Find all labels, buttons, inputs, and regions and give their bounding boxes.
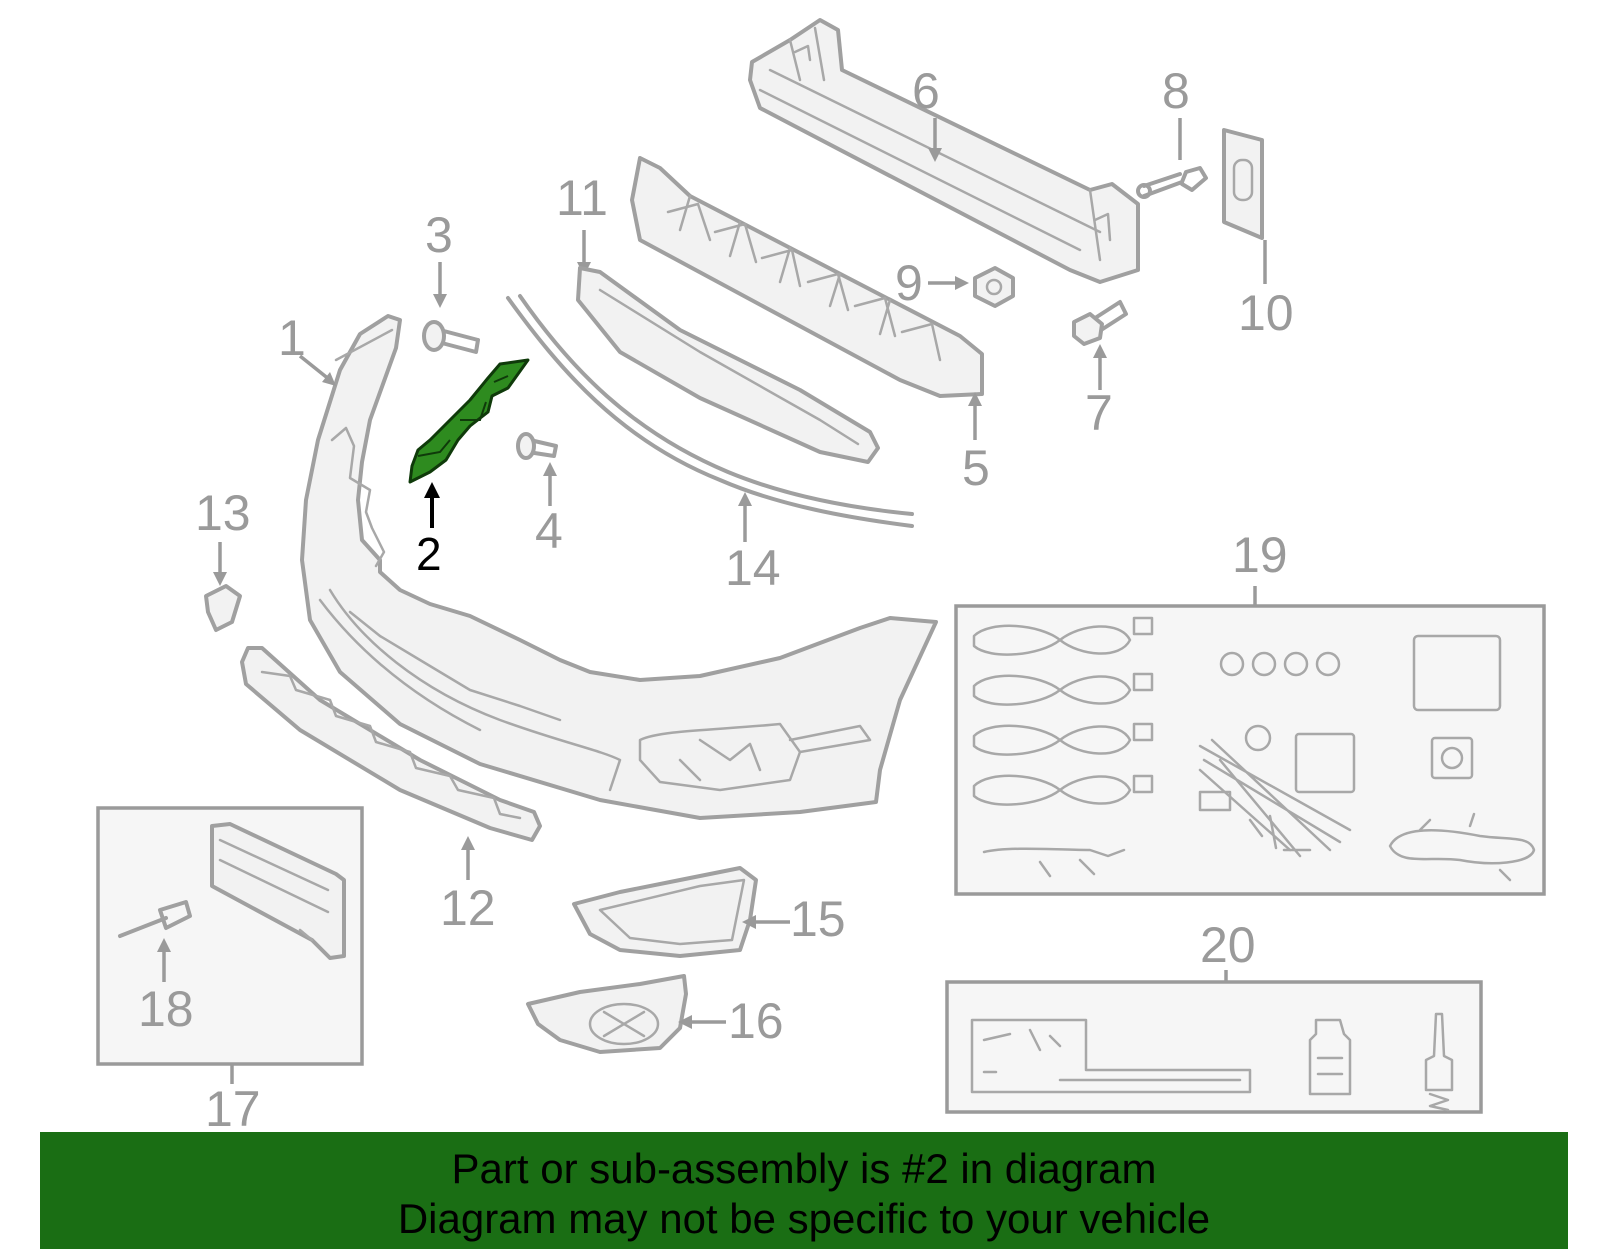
callout-13: 13 — [195, 485, 251, 541]
callout-20: 20 — [1200, 917, 1256, 973]
footer-line-1: Part or sub-assembly is #2 in diagram — [451, 1145, 1157, 1192]
arrowhead-14 — [738, 492, 752, 506]
callout-11: 11 — [556, 170, 608, 226]
callout-2: 2 — [416, 528, 442, 580]
box-20-module-kit — [945, 980, 1483, 1114]
callout-12: 12 — [440, 880, 496, 936]
arrowhead-18 — [157, 938, 171, 952]
part-3-bolt — [422, 320, 480, 354]
callout-15: 15 — [790, 891, 846, 947]
callout-18: 18 — [138, 981, 194, 1037]
arrowhead-1 — [322, 372, 336, 386]
part-16-fog-lamp — [526, 974, 688, 1054]
part-12-lower-grille — [240, 646, 542, 842]
part-1-bumper-cover — [300, 314, 938, 820]
callout-6: 6 — [912, 63, 940, 119]
callout-17: 17 — [205, 1081, 261, 1137]
footer-line-2: Diagram may not be specific to your vehi… — [397, 1195, 1211, 1242]
callout-5: 5 — [962, 440, 990, 496]
arrowhead-3 — [433, 294, 447, 308]
arrowhead-9 — [955, 276, 969, 290]
part-8-stud — [1136, 166, 1208, 199]
arrowhead-7 — [1093, 344, 1107, 358]
part-11-energy-absorber — [630, 156, 984, 398]
callout-9: 9 — [895, 255, 923, 311]
part-10-bracket-plate — [1222, 128, 1264, 240]
part-7-bolt — [1072, 300, 1128, 346]
part-14-molding-strip — [506, 294, 914, 528]
part-13-clip — [204, 584, 242, 632]
arrowhead-16 — [678, 1015, 692, 1029]
part-2-bracket-highlighted — [408, 358, 530, 484]
callout-8: 8 — [1162, 63, 1190, 119]
arrowhead-12 — [461, 836, 475, 850]
arrowhead-13 — [213, 572, 227, 586]
callout-4: 4 — [535, 503, 563, 559]
arrowhead-5 — [968, 392, 982, 406]
part-15-fog-bezel — [572, 866, 758, 958]
callout-16: 16 — [728, 993, 784, 1049]
part-9-nut — [973, 266, 1015, 308]
footer-banner: Part or sub-assembly is #2 in diagram Di… — [40, 1132, 1568, 1249]
callout-7: 7 — [1085, 385, 1113, 441]
box-17-license-bracket-kit — [96, 806, 364, 1066]
callout-10: 10 — [1238, 285, 1294, 341]
arrowhead-6 — [928, 148, 942, 162]
part-4-screw — [516, 432, 558, 460]
part-upper-grille — [576, 266, 880, 464]
callout-14: 14 — [725, 540, 781, 596]
callout-3: 3 — [425, 207, 453, 263]
arrowhead-4 — [543, 462, 557, 476]
part-6-reinforcement-beam — [748, 18, 1140, 284]
box-19-sensor-kit — [954, 604, 1546, 896]
leader-1 — [298, 354, 332, 382]
arrowhead-15 — [742, 915, 756, 929]
callout-19: 19 — [1232, 527, 1288, 583]
arrowhead-2 — [424, 482, 440, 498]
